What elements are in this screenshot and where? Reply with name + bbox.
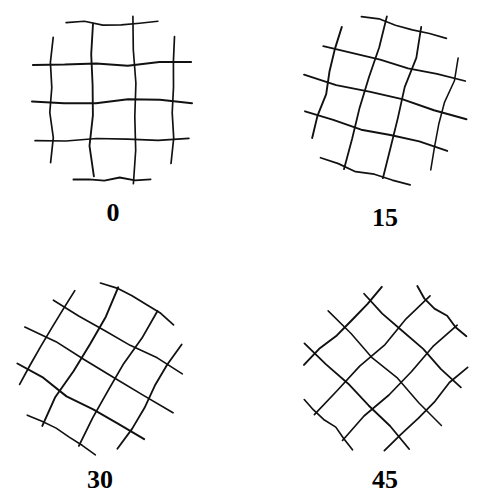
angle-label: 30 [85, 467, 115, 493]
grid-line [15, 363, 145, 441]
grid-line [25, 325, 175, 413]
grid-line [304, 111, 448, 153]
angle-label: 0 [105, 200, 122, 226]
grid-line [77, 310, 158, 447]
grid-line [35, 138, 189, 141]
grid-line [73, 178, 150, 181]
grid-line [66, 21, 158, 25]
rotated-grid [269, 252, 486, 483]
rotated-grid [283, 0, 486, 196]
grid-line [100, 279, 175, 325]
grid-line [304, 73, 468, 120]
grid-line [303, 398, 355, 450]
grid-line [32, 99, 192, 103]
grid-line [53, 299, 183, 376]
grid-line [27, 412, 97, 454]
grid-line [117, 343, 181, 451]
grid-line [33, 62, 191, 66]
rotated-grid [32, 16, 192, 183]
grid-line [90, 24, 94, 177]
grid-line [50, 37, 54, 162]
angle-label: 45 [370, 467, 400, 493]
angle-label: 15 [370, 205, 400, 231]
grid-line [304, 342, 411, 449]
grid-line [327, 310, 444, 427]
grid-line [319, 158, 411, 186]
grid-line [380, 27, 424, 179]
grid-line [323, 43, 465, 84]
rotated-grid [0, 257, 214, 479]
grid-line [363, 292, 461, 390]
grid-line [343, 16, 387, 170]
grid-line [415, 286, 467, 338]
grid-line [361, 14, 446, 39]
